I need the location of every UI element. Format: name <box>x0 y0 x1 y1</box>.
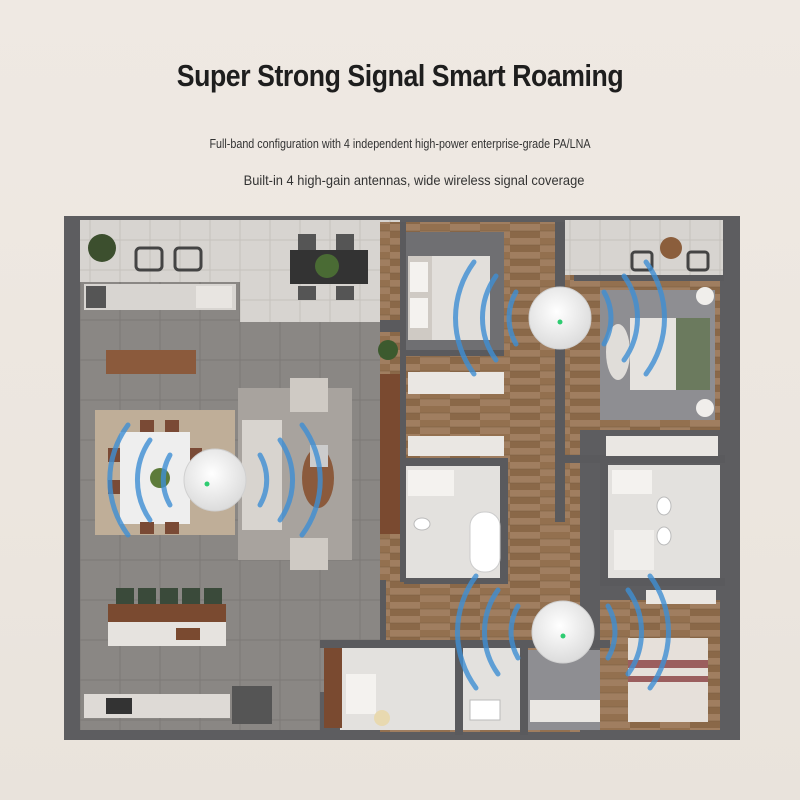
interior-walls <box>320 222 725 735</box>
bed-icon-3 <box>628 590 716 722</box>
bathroom-2-fixtures <box>612 470 672 570</box>
bed-icon-2 <box>606 287 714 417</box>
router-icon-3 <box>531 600 595 664</box>
tv-cabinet <box>380 374 400 534</box>
sofa-icon <box>238 378 352 570</box>
page-title: Super Strong Signal Smart Roaming <box>176 58 624 93</box>
tagline: Built-in 4 high-gain antennas, wide wire… <box>243 172 585 188</box>
signal-wave-icon <box>107 259 671 691</box>
counter-table <box>106 350 196 374</box>
toilet-icon <box>413 517 431 531</box>
bed-icon <box>408 256 504 394</box>
balcony-right <box>565 220 723 275</box>
kitchen-island <box>108 588 226 646</box>
plant-icon <box>378 340 398 360</box>
kitchen-counter-bottom <box>84 694 230 718</box>
router-icon-2 <box>528 286 592 350</box>
router-icon <box>183 448 247 512</box>
wardrobe-2 <box>606 436 718 456</box>
bathtub-icon <box>408 470 501 573</box>
subtitle: Full-band configuration with 4 independe… <box>209 137 591 151</box>
wardrobe-1 <box>408 436 504 456</box>
balcony-furniture <box>88 234 710 300</box>
